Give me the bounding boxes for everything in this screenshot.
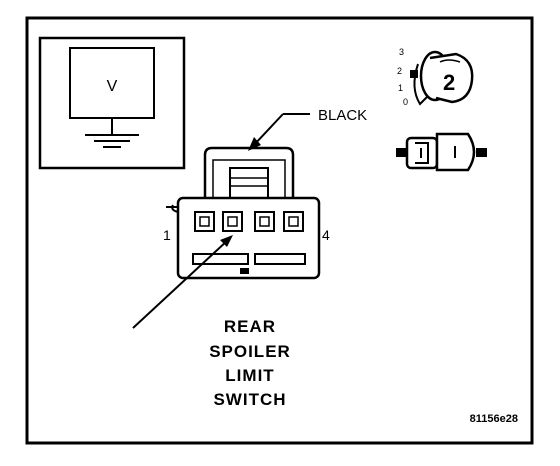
component-title: REAR SPOILER LIMIT SWITCH xyxy=(209,317,291,409)
position-label-1: 1 xyxy=(398,83,403,93)
position-label-0: 0 xyxy=(403,97,408,107)
voltmeter-symbol: V xyxy=(38,36,186,170)
meter-label: V xyxy=(107,78,118,95)
title-line-1: REAR xyxy=(224,317,276,336)
wire-color-label: BLACK xyxy=(318,107,367,124)
title-line-4: SWITCH xyxy=(213,390,286,409)
pin-cavity-1 xyxy=(194,211,215,232)
wire-callout: BLACK xyxy=(248,107,367,151)
connector: 1 4 xyxy=(163,146,330,280)
pin-cavity-2 xyxy=(222,211,243,232)
pin-cavity-3 xyxy=(254,211,275,232)
position-label-3: 3 xyxy=(399,47,404,57)
title-line-2: SPOILER xyxy=(209,342,291,361)
figure-id: 81156e28 xyxy=(470,413,518,425)
diagram-frame xyxy=(25,16,534,445)
pin-cavity-4 xyxy=(283,211,304,232)
probe-arrow xyxy=(132,235,233,329)
pin-label-1: 1 xyxy=(163,227,171,243)
connector-position-icon: 2 3 2 1 0 xyxy=(397,47,474,107)
title-line-3: LIMIT xyxy=(225,366,274,385)
connector-side-view-icon xyxy=(396,132,487,172)
position-number: 2 xyxy=(443,70,455,95)
position-label-2: 2 xyxy=(397,66,402,76)
pin-label-4: 4 xyxy=(322,227,330,243)
